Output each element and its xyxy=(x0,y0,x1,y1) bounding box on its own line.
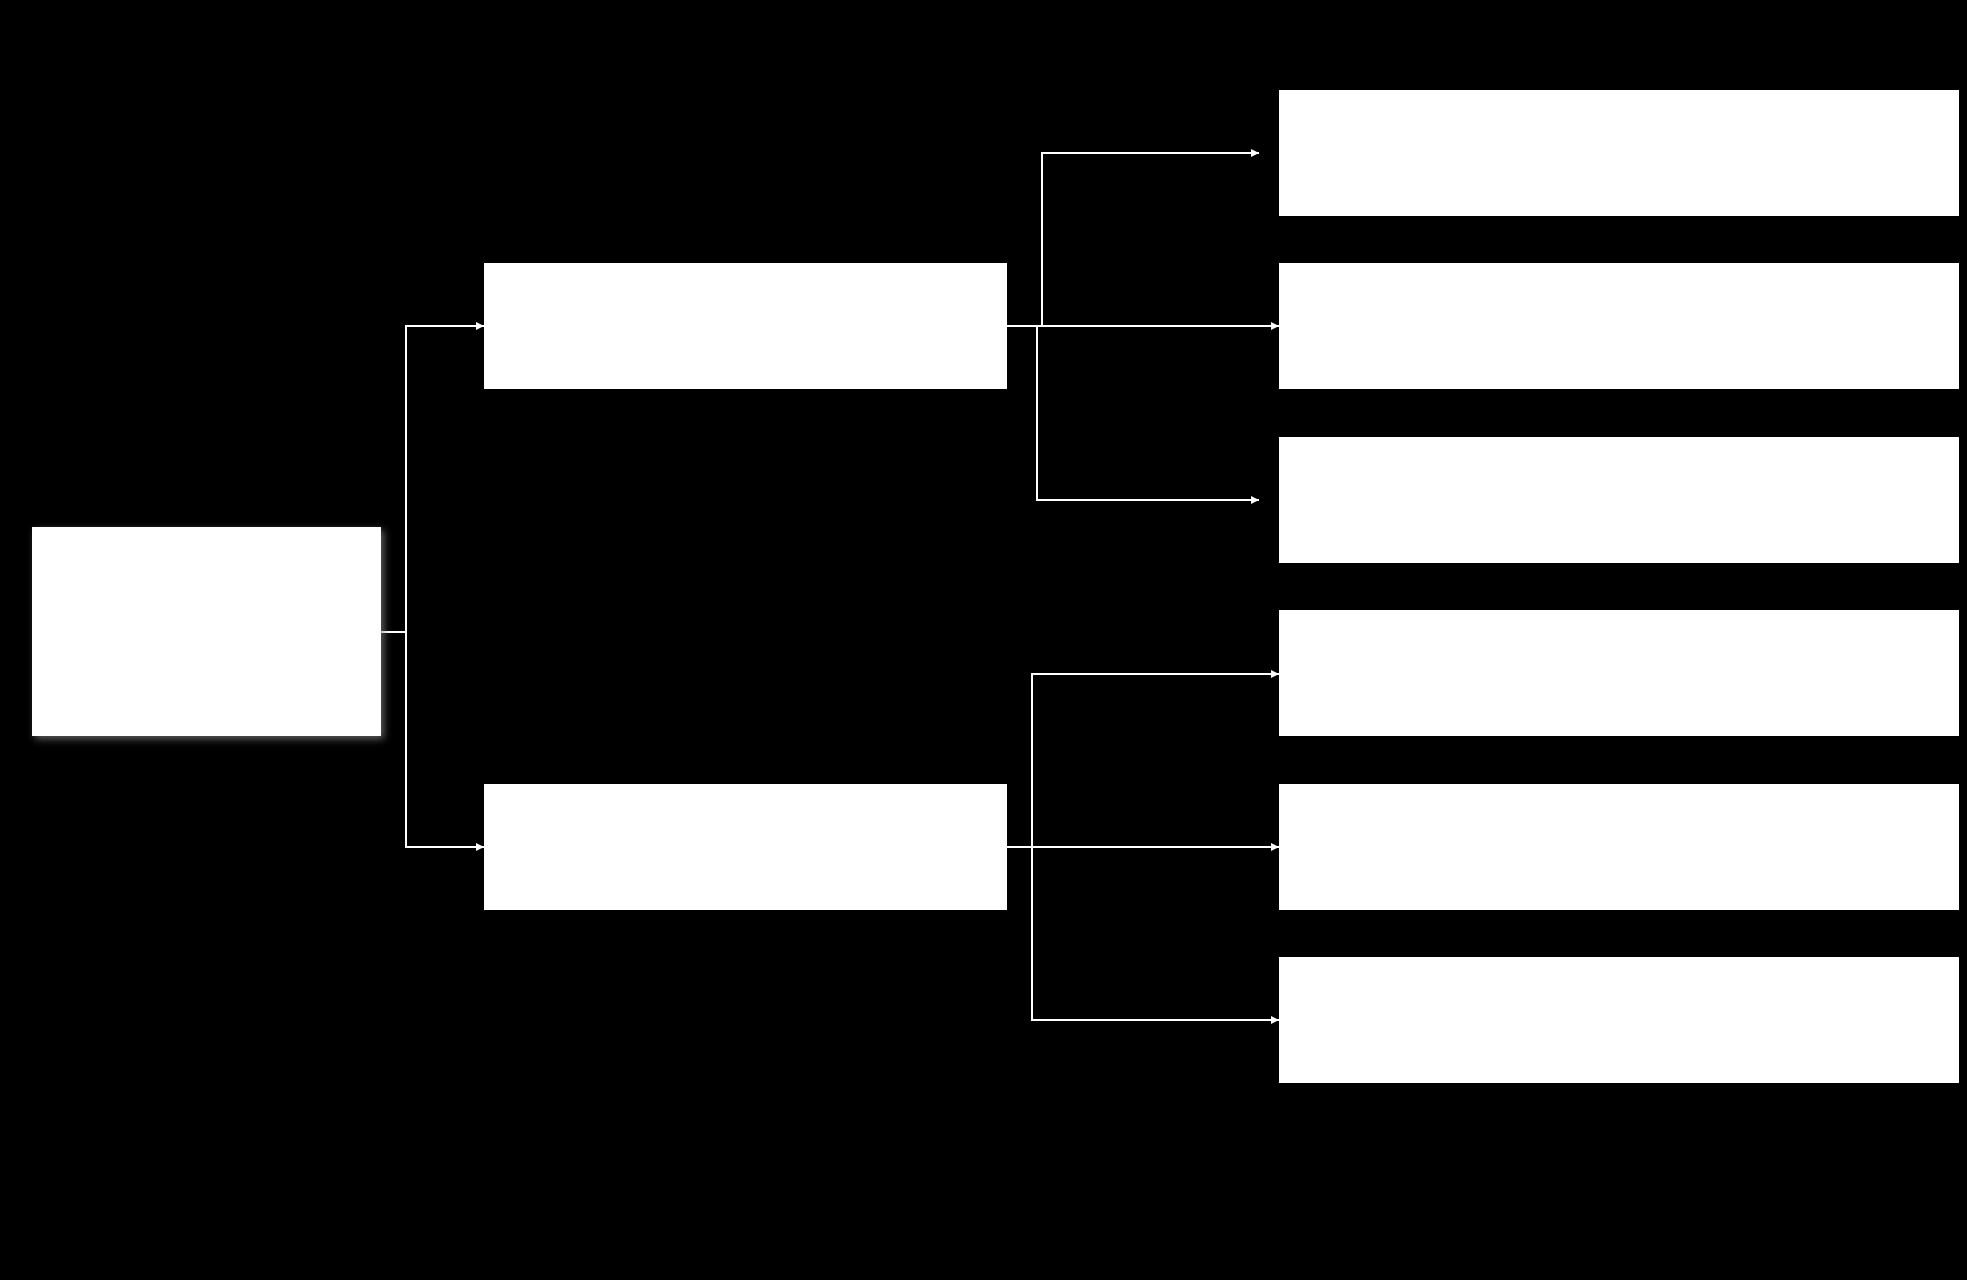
connector-root-branch-1 xyxy=(381,322,484,633)
node-leaf-6-box xyxy=(1279,957,1959,1083)
node-branch-1-box xyxy=(484,263,1007,389)
node-leaf-1 xyxy=(1279,90,1959,216)
node-branch-2 xyxy=(484,784,1007,910)
connector-branch-2-leaf-6 xyxy=(1031,847,1279,1024)
connector-branch-2-leaf-4 xyxy=(1007,670,1279,848)
node-branch-1 xyxy=(484,263,1007,389)
node-leaf-2-box xyxy=(1279,263,1959,389)
node-leaf-5 xyxy=(1279,784,1959,910)
nodes-group xyxy=(32,90,1959,1083)
node-leaf-3-box xyxy=(1279,437,1959,563)
node-leaf-2 xyxy=(1279,263,1959,389)
node-leaf-4 xyxy=(1279,610,1959,736)
node-branch-2-box xyxy=(484,784,1007,910)
connectors-group xyxy=(381,149,1279,1024)
node-root-box xyxy=(32,527,381,736)
node-root xyxy=(32,527,381,736)
connector-branch-1-leaf-3 xyxy=(1036,326,1259,504)
node-leaf-3 xyxy=(1279,437,1959,563)
node-leaf-5-box xyxy=(1279,784,1959,910)
connector-root-branch-2 xyxy=(381,631,484,851)
node-leaf-4-box xyxy=(1279,610,1959,736)
connector-branch-1-leaf-1 xyxy=(1007,149,1259,327)
node-leaf-6 xyxy=(1279,957,1959,1083)
node-leaf-1-box xyxy=(1279,90,1959,216)
